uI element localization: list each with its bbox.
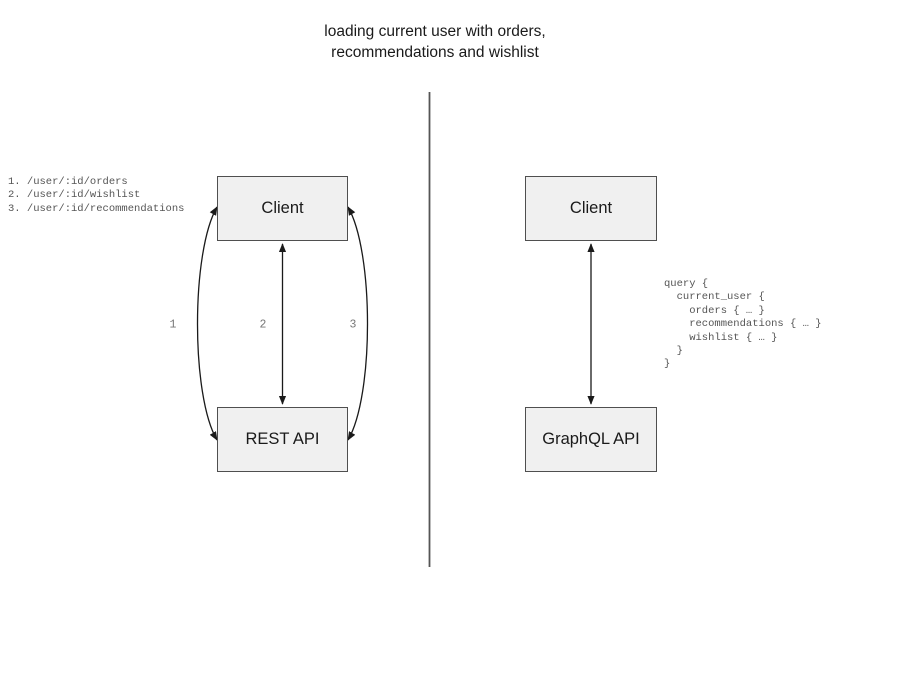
rest-api-node: REST API <box>217 407 348 472</box>
rest-client-node-label: Client <box>261 199 304 217</box>
rest-arrow-1 <box>196 206 218 441</box>
graphql-client-node-label: Client <box>569 199 613 217</box>
graphql-client-node: Client <box>525 176 657 241</box>
graphql-api-node: GraphQL API <box>525 407 657 472</box>
rest-api-node-label: REST API <box>245 430 320 448</box>
rest-arrow-3 <box>347 206 369 441</box>
diagram-title: loading current user with orders, recomm… <box>324 23 546 61</box>
rest-arrow-label-2: 2 <box>259 318 267 332</box>
rest-arrow-label-1: 1 <box>169 318 177 332</box>
graphql-query-snippet: query { current_user { orders { … } reco… <box>664 278 822 371</box>
graphql-api-node-label: GraphQL API <box>542 430 640 448</box>
rest-endpoints-list: 1. /user/:id/orders 2. /user/:id/wishlis… <box>8 176 185 215</box>
rest-client-node: Client <box>217 176 348 241</box>
rest-arrow-label-3: 3 <box>349 318 357 332</box>
